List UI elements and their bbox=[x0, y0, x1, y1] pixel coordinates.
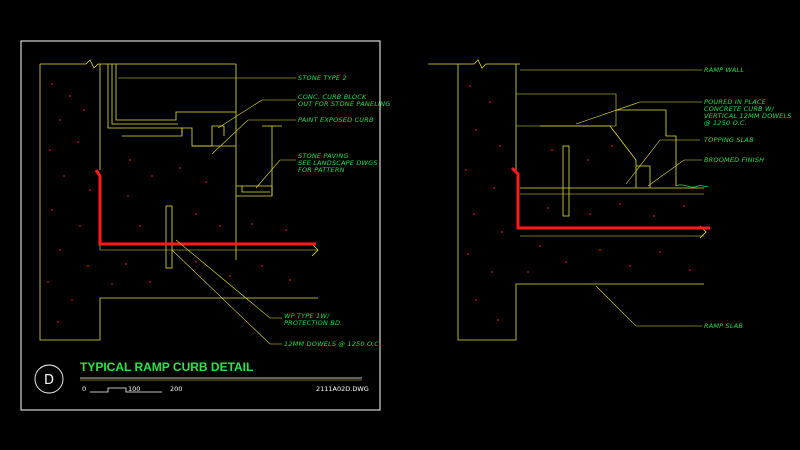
label-topping-slab: TOPPING SLAB bbox=[704, 136, 754, 144]
right-concrete-hatch bbox=[465, 85, 691, 321]
concrete-hatch bbox=[47, 83, 291, 323]
left-curb-detail: STONE TYPE 2 CONC. CURB BLOCK OUT FOR ST… bbox=[39, 59, 390, 348]
left-leaders bbox=[118, 77, 296, 345]
right-ramp-detail: RAMP WALL POURED IN PLACE CONCRETE CURB … bbox=[428, 59, 792, 341]
concrete-curb bbox=[540, 125, 637, 188]
label-paving-2: SEE LANDSCAPE DWGS bbox=[298, 159, 378, 167]
broomed-finish bbox=[675, 184, 709, 188]
title-block: D TYPICAL RAMP CURB DETAIL 0 100 200 211… bbox=[34, 360, 369, 394]
detail-badge-letter: D bbox=[44, 373, 54, 388]
label-curb-block-2: OUT FOR STONE PANELING bbox=[298, 100, 390, 108]
label-curb-block-1: CONC. CURB BLOCK bbox=[298, 93, 367, 101]
detail-badge bbox=[34, 364, 64, 394]
label-wp-1: WP TYPE 1W/ bbox=[284, 312, 330, 320]
detail-title: TYPICAL RAMP CURB DETAIL bbox=[80, 360, 253, 374]
label-broomed-finish: BROOMED FINISH bbox=[704, 156, 764, 164]
stone-paving bbox=[236, 185, 273, 197]
label-ramp-slab: RAMP SLAB bbox=[704, 322, 743, 330]
label-paving-3: FOR PATTERN bbox=[298, 166, 345, 174]
label-poured-3: VERTICAL 12MM DOWELS bbox=[704, 112, 792, 120]
label-poured-2: CONCRETE CURB W/ bbox=[704, 105, 775, 113]
dowel bbox=[165, 205, 173, 269]
label-stone-type: STONE TYPE 2 bbox=[298, 74, 347, 82]
right-leaders bbox=[520, 69, 702, 327]
label-paving-1: STONE PAVING bbox=[298, 152, 349, 160]
scale-label-200: 200 bbox=[170, 385, 182, 393]
right-waterproofing bbox=[510, 166, 710, 230]
label-ramp-wall: RAMP WALL bbox=[704, 66, 744, 74]
label-poured-4: @ 1250 O.C. bbox=[704, 119, 747, 127]
left-break-line bbox=[40, 59, 236, 69]
label-wp-2: PROTECTION BD. bbox=[284, 319, 342, 327]
curb-block bbox=[122, 127, 236, 147]
scale-label-100: 100 bbox=[128, 385, 140, 393]
label-dowels: 12MM DOWELS @ 1250 O.C. bbox=[284, 340, 381, 348]
label-paint-curb: PAINT EXPOSED CURB bbox=[298, 116, 374, 124]
right-wall-outline bbox=[457, 64, 704, 341]
scale-label-0: 0 bbox=[82, 385, 86, 393]
scale-bar bbox=[90, 387, 162, 393]
label-poured-1: POURED IN PLACE bbox=[704, 98, 767, 106]
drawing-file-name: 2111A02D.DWG bbox=[316, 385, 369, 393]
left-wall-outline bbox=[39, 64, 318, 341]
right-break-line bbox=[428, 59, 520, 69]
waterproofing-membrane bbox=[94, 169, 316, 246]
left-sheet-border bbox=[20, 40, 381, 411]
vertical-dowel bbox=[562, 145, 570, 217]
